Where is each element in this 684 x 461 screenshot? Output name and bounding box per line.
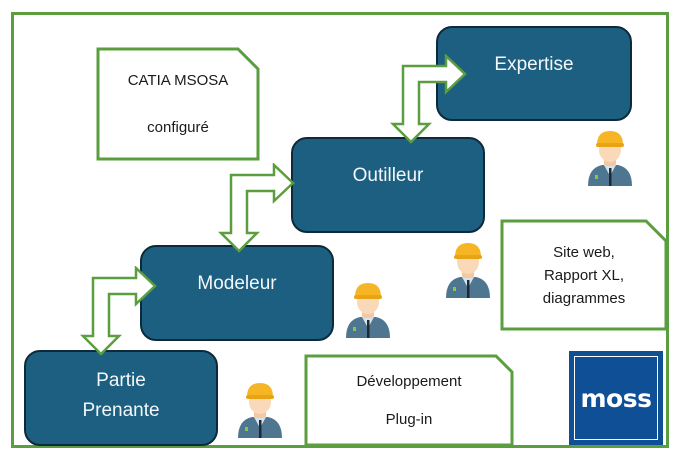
arrow-outilleur-expertise [390, 54, 467, 144]
note-catia: CATIA MSOSA configuré [96, 47, 260, 161]
note-catia-line1: CATIA MSOSA [127, 72, 229, 89]
role-modeleur-label: Modeleur [197, 273, 277, 294]
construction-worker-icon [446, 243, 490, 298]
role-partie-prenante-line2: Prenante [82, 400, 160, 422]
note-outputs-line2: Rapport XL, [543, 266, 625, 284]
note-outputs-line3: diagrammes [542, 289, 626, 307]
note-dev: Développement Plug-in [304, 354, 514, 447]
moss-logo-frame: moss [574, 356, 658, 440]
note-dev-line1: Développement [356, 372, 462, 390]
role-partie-prenante: Partie Prenante [24, 350, 218, 446]
moss-logo: moss [569, 351, 663, 445]
construction-worker-icon [588, 131, 632, 186]
note-outputs: Site web, Rapport XL, diagrammes [500, 219, 668, 331]
arrow-partie-modeleur [80, 266, 157, 356]
moss-logo-text: moss [580, 383, 653, 413]
arrow-modeleur-outilleur [218, 163, 295, 253]
role-expertise-label: Expertise [494, 54, 574, 75]
role-outilleur-label: Outilleur [352, 165, 424, 186]
note-dev-line2: Plug-in [385, 411, 433, 429]
role-outilleur: Outilleur [291, 137, 485, 233]
role-partie-prenante-line1: Partie [96, 370, 146, 391]
construction-worker-icon [238, 383, 282, 438]
note-outputs-line1: Site web, [553, 243, 615, 261]
construction-worker-icon [346, 283, 390, 338]
role-modeleur: Modeleur [140, 245, 334, 341]
note-catia-line2: configuré [147, 119, 209, 136]
